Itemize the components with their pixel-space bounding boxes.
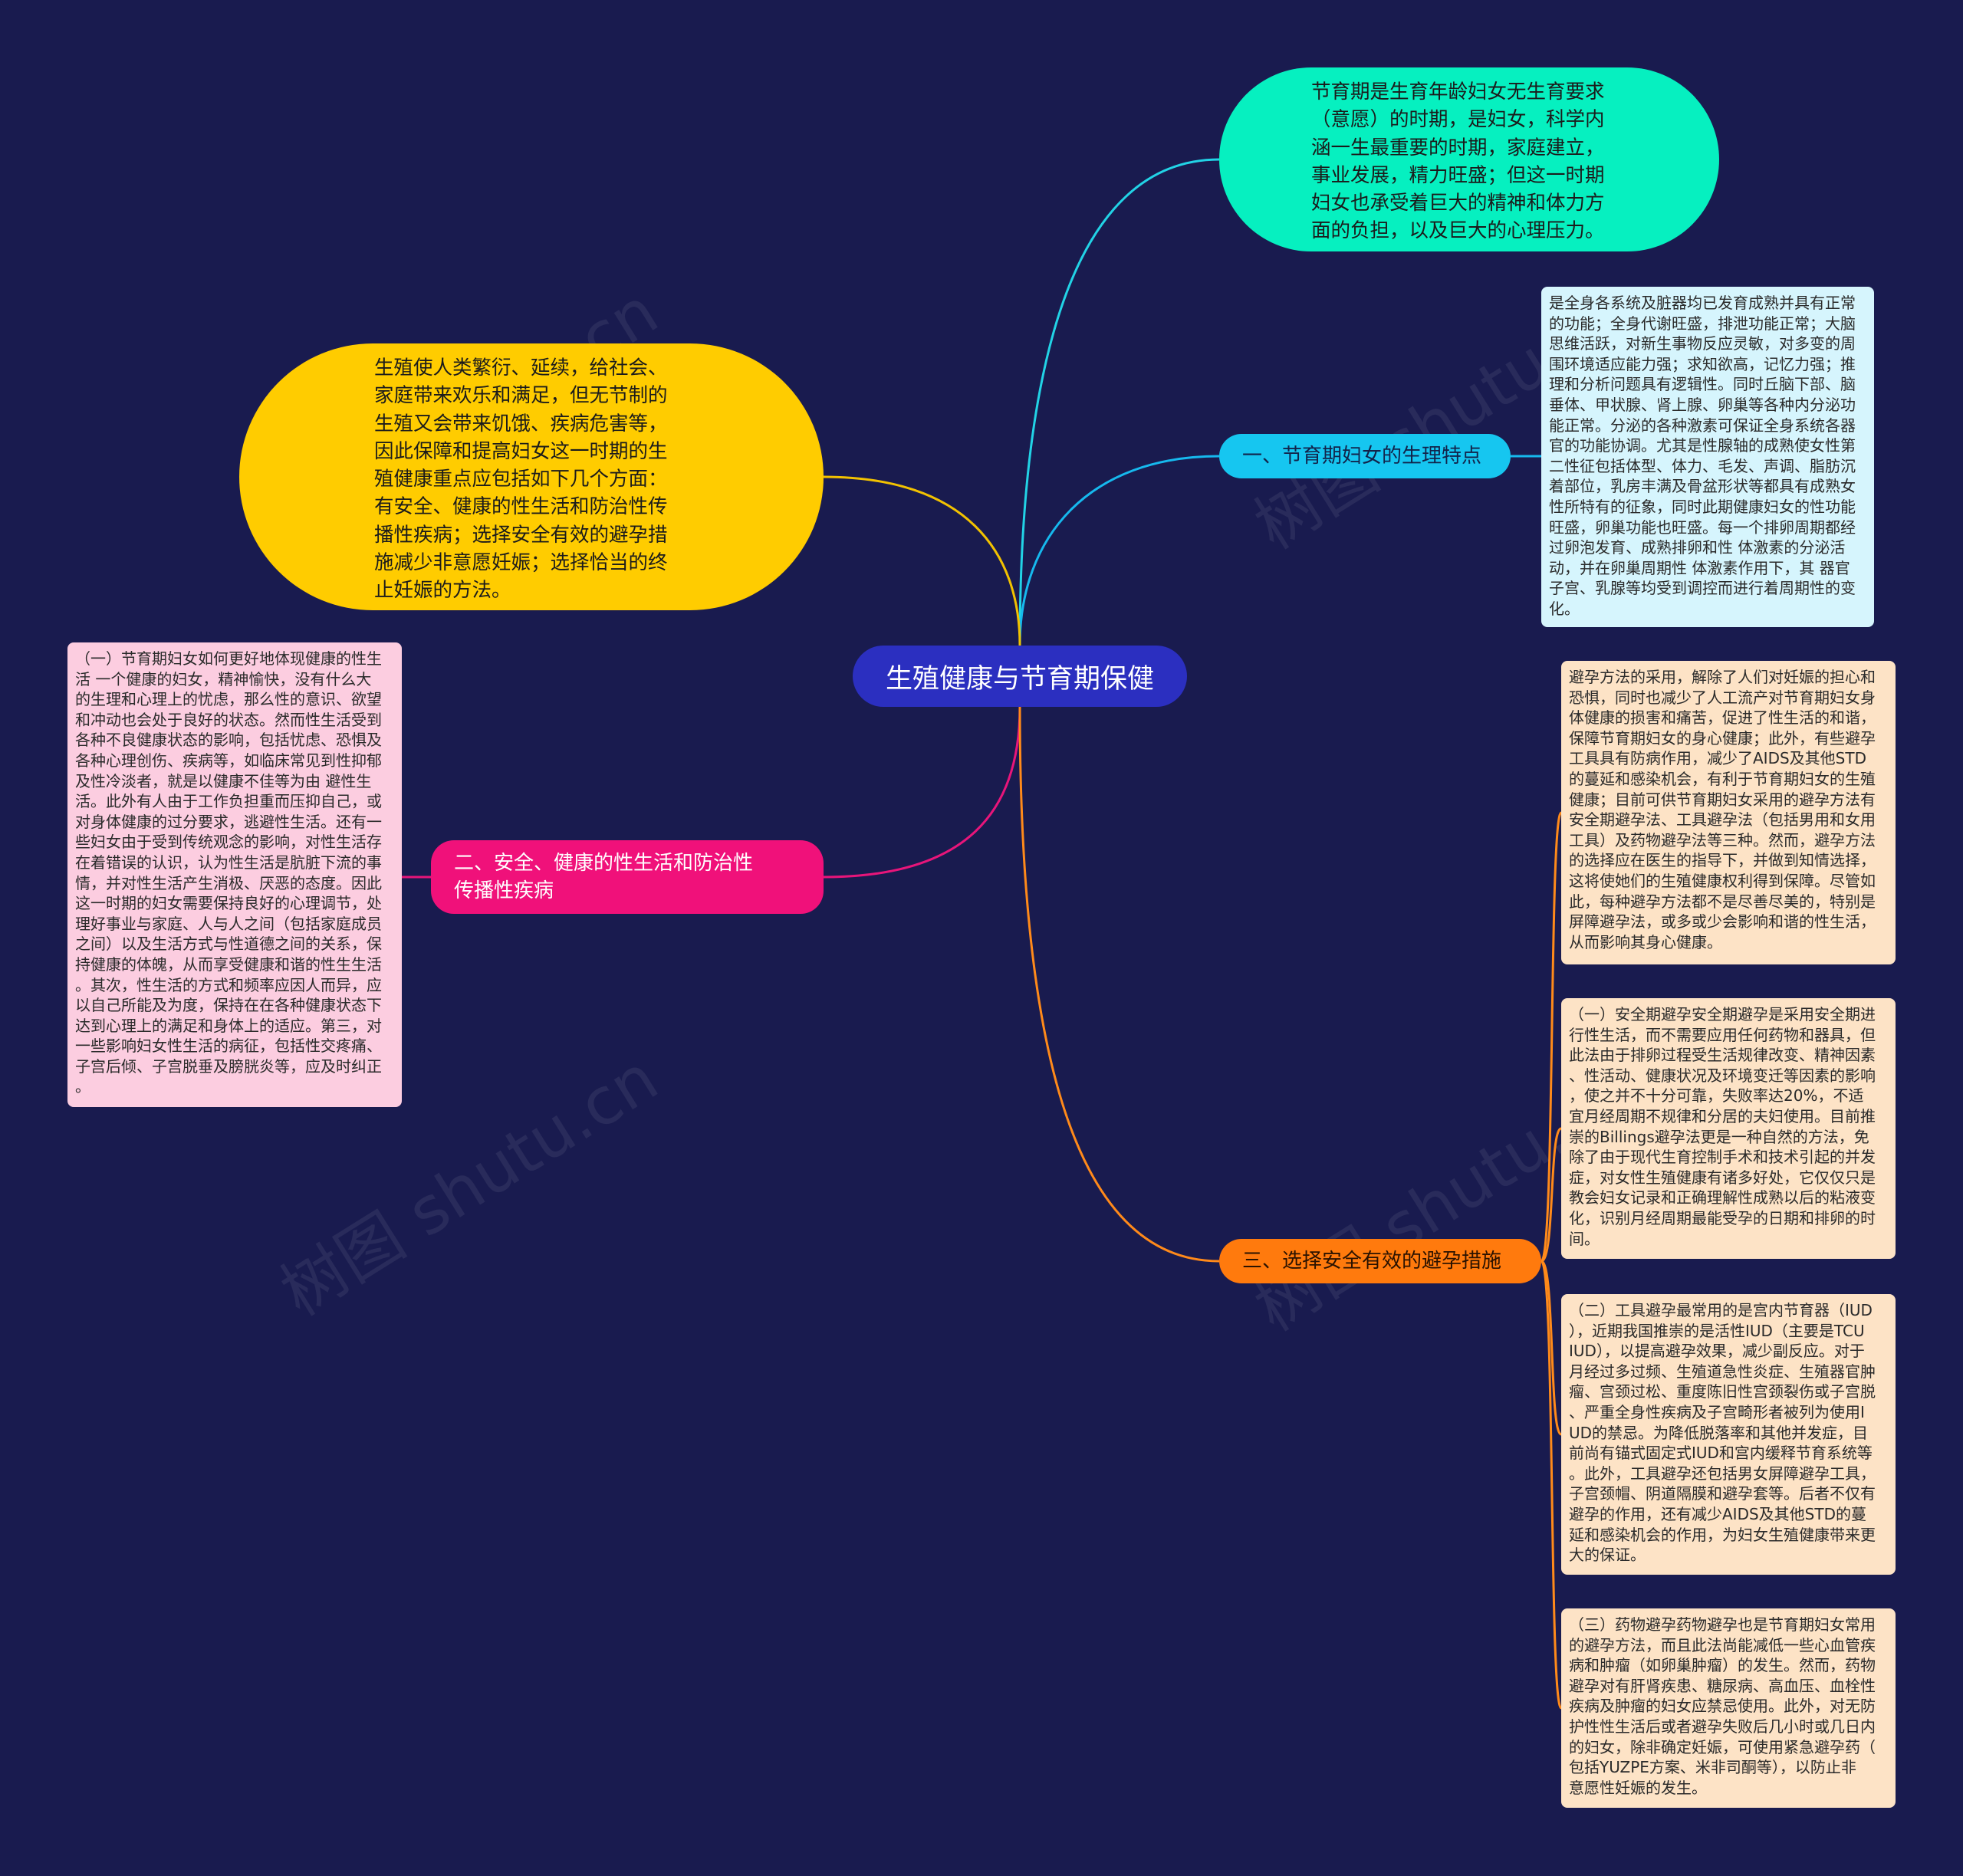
connector-physiology <box>1018 455 1220 646</box>
branch-contraception-label: 三、选择安全有效的避孕措施 <box>1242 1250 1502 1273</box>
intro-node[interactable]: 节育期是生育年龄妇女无生育要求 （意愿）的时期，是妇女，科学内 涵一生最重要的时… <box>1219 67 1719 251</box>
connector-safe-sex <box>823 706 1021 879</box>
connector-contra-3 <box>1540 1260 1563 1436</box>
connector-contraception <box>1018 706 1220 1263</box>
contraception-tools[interactable]: （二）工具避孕最常用的是宫内节育器（IUD ），近期我国推崇的是活性IUD（主要… <box>1561 1294 1896 1575</box>
connector-contra-1 <box>1540 811 1563 1263</box>
branch-safe-sex[interactable]: 二、安全、健康的性生活和防治性 传播性疾病 <box>431 840 824 914</box>
root-topic[interactable]: 生殖健康与节育期保健 <box>853 646 1187 707</box>
purpose-node[interactable]: 生殖使人类繁衍、延续，给社会、 家庭带来欢乐和满足，但无节制的 生殖又会带来饥饿… <box>239 343 824 610</box>
physiology-detail[interactable]: 是全身各系统及脏器均已发育成熟并具有正常 的功能；全身代谢旺盛，排泄功能正常；大… <box>1541 287 1874 627</box>
purpose-text: 生殖使人类繁衍、延续，给社会、 家庭带来欢乐和满足，但无节制的 生殖又会带来饥饿… <box>374 356 668 603</box>
branch-physiology-label: 一、节育期妇女的生理特点 <box>1242 445 1482 468</box>
contraception-overview[interactable]: 避孕方法的采用，解除了人们对妊娠的担心和 恐惧，同时也减少了人工流产对节育期妇女… <box>1561 661 1896 964</box>
connector-contra-2 <box>1540 1127 1563 1263</box>
contraception-drugs[interactable]: （三）药物避孕药物避孕也是节育期妇女常用 的避孕方法，而且此法尚能减低一些心血管… <box>1561 1608 1896 1808</box>
contraception-safe-period[interactable]: （一）安全期避孕安全期避孕是采用安全期进 行性生活，而不需要应用任何药物和器具，… <box>1561 998 1896 1259</box>
intro-text: 节育期是生育年龄妇女无生育要求 （意愿）的时期，是妇女，科学内 涵一生最重要的时… <box>1311 80 1605 243</box>
connector-purpose <box>823 475 1021 646</box>
connector-contra-4 <box>1540 1260 1563 1710</box>
safe-sex-detail[interactable]: （一）节育期妇女如何更好地体现健康的性生 活 一个健康的妇女，精神愉快，没有什么… <box>67 642 402 1107</box>
branch-safe-sex-label: 二、安全、健康的性生活和防治性 传播性疾病 <box>454 852 754 902</box>
branch-contraception[interactable]: 三、选择安全有效的避孕措施 <box>1219 1239 1541 1283</box>
branch-physiology[interactable]: 一、节育期妇女的生理特点 <box>1219 434 1511 478</box>
root-topic-label: 生殖健康与节育期保健 <box>885 663 1154 695</box>
connector-intro <box>1018 158 1220 646</box>
